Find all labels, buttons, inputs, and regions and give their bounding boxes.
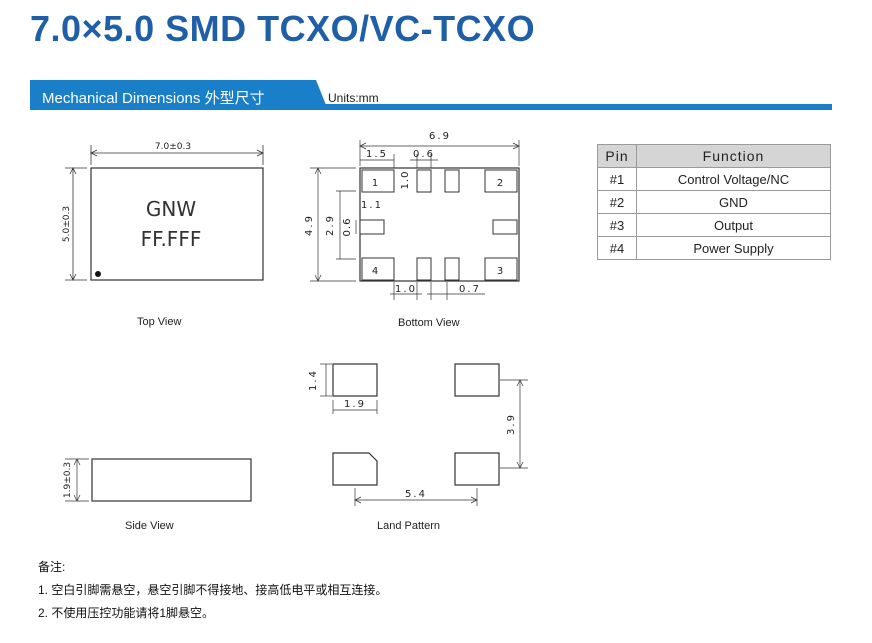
nc-pad-bottom-right [444, 257, 460, 281]
top-view-drawing: 7.0±0.3 5.0±0.3 GNW FF.FFF [62, 142, 264, 281]
nc-pad-top-right [444, 169, 460, 193]
dim-width: 7.0±0.3 [155, 142, 191, 152]
land-dim-pad-height: 1.4 [308, 369, 319, 391]
dim-pad-height: 1.0 [400, 171, 411, 190]
land-dim-vertical-pitch: 3.9 [506, 413, 517, 435]
pin-cell: #3 [597, 213, 637, 237]
pad-label-4: 4 [372, 266, 378, 277]
dim-total-height: 4.9 [304, 214, 315, 236]
marking-line2: FF.FFF [141, 227, 202, 251]
note-item: 2. 不使用压控功能请将1脚悬空。 [38, 606, 215, 620]
function-header: Function [636, 144, 831, 168]
nc-pad-side-right [492, 219, 518, 235]
pin-cell: #4 [597, 236, 637, 260]
land-pad-bottom-left [332, 452, 378, 486]
land-pad-top-right [454, 363, 500, 397]
note-item: 1. 空白引脚需悬空，悬空引脚不得接地、接高低电平或相互连接。 [38, 583, 388, 597]
land-dim-pad-width: 1.9 [344, 399, 366, 410]
pad-1 [361, 169, 395, 193]
nc-pad-top-left [416, 169, 432, 193]
function-cell: GND [636, 190, 831, 214]
land-pattern-caption: Land Pattern [377, 520, 440, 532]
bottom-view-drawing: 1 2 3 4 6.9 1.5 0.6 1.0 1.1 4.9 2.9 0.6 … [304, 131, 520, 300]
dim-total-width: 6.9 [429, 131, 451, 142]
pin-cell: #1 [597, 167, 637, 191]
function-cell: Power Supply [636, 236, 831, 260]
land-pad-top-left [332, 363, 378, 397]
dim-side-pad-width: 0.6 [342, 218, 353, 237]
pad-label-1: 1 [372, 178, 378, 189]
banner-rule [30, 104, 832, 110]
side-view-caption: Side View [125, 520, 174, 532]
land-pattern-drawing: 1.4 1.9 3.9 5.4 [308, 363, 528, 506]
function-cell: Control Voltage/NC [636, 167, 831, 191]
dim-pad-width: 0.6 [413, 149, 435, 160]
top-view-caption: Top View [137, 316, 182, 328]
side-view-drawing: 1.9±0.3 [63, 458, 252, 502]
land-dim-horizontal-pitch: 5.4 [405, 489, 427, 500]
side-dim-height: 1.9±0.3 [63, 462, 73, 498]
dim-bottom-a: 1.0 [395, 284, 417, 295]
table-row: #3 Output [597, 213, 831, 237]
section-heading: Mechanical Dimensions 外型尺寸 [42, 90, 265, 107]
bottom-view-caption: Bottom View [398, 317, 460, 329]
pad-3 [484, 257, 518, 281]
table-row: #4 Power Supply [597, 236, 831, 260]
side-package-outline [91, 458, 252, 502]
pad-label-3: 3 [497, 266, 503, 277]
banner-tab [30, 80, 328, 110]
dim-bottom-b: 0.7 [459, 284, 481, 295]
pin1-dot [95, 271, 101, 277]
marking-line1: GNW [146, 197, 196, 221]
pad-2 [484, 169, 518, 193]
units-label: Units:mm [328, 91, 379, 105]
pin-cell: #2 [597, 190, 637, 214]
notes: 备注: 1. 空白引脚需悬空，悬空引脚不得接地、接高低电平或相互连接。 2. 不… [38, 556, 387, 625]
pad-label-2: 2 [497, 178, 503, 189]
table-row: #2 GND [597, 190, 831, 214]
pad-4 [361, 257, 395, 281]
nc-pad-bottom-left [416, 257, 432, 281]
dim-pad-offset: 1.5 [366, 149, 388, 160]
pin-header: Pin [597, 144, 637, 168]
dim-side-pad-length: 1.1 [361, 200, 383, 211]
pin-table-header-row: Pin Function [597, 144, 831, 168]
dim-inner-height: 2.9 [325, 214, 336, 236]
dim-height: 5.0±0.3 [62, 206, 72, 242]
pin-function-table: Pin Function #1 Control Voltage/NC #2 GN… [597, 144, 831, 260]
land-pad-bottom-right [454, 452, 500, 486]
table-row: #1 Control Voltage/NC [597, 167, 831, 191]
function-cell: Output [636, 213, 831, 237]
nc-pad-side-left [359, 219, 385, 235]
notes-heading: 备注: [38, 560, 66, 574]
page-title: 7.0×5.0 SMD TCXO/VC-TCXO [30, 8, 536, 49]
section-banner: Mechanical Dimensions 外型尺寸 Units:mm [30, 80, 832, 112]
package-outline [90, 167, 264, 281]
